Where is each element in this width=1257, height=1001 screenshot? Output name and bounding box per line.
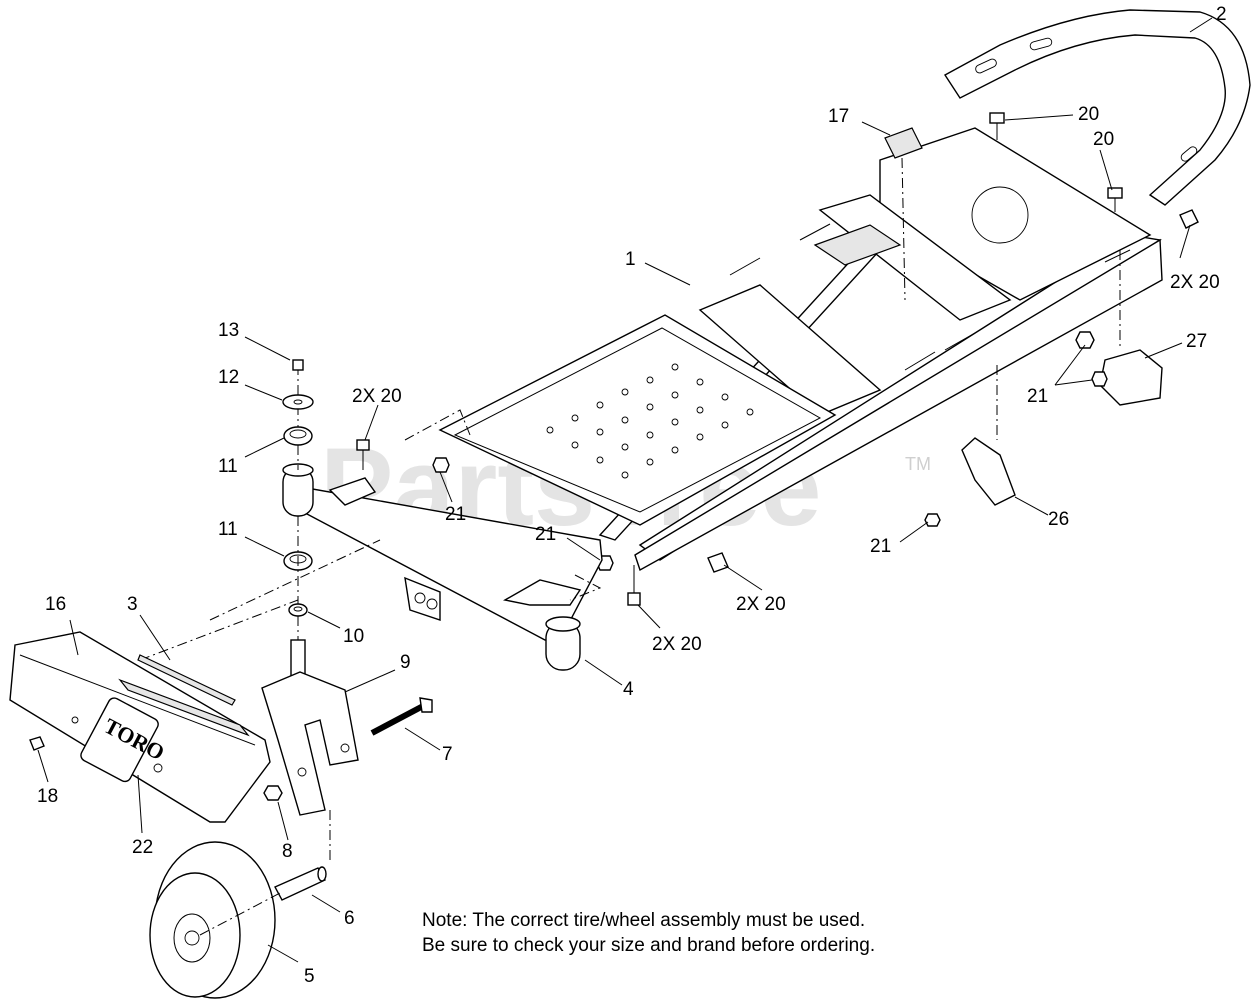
wheel-assembly[interactable] — [149, 841, 281, 999]
bolt-18[interactable] — [29, 736, 45, 751]
ordering-note-line-2: Be sure to check your size and brand bef… — [422, 935, 876, 956]
spacer-tube-6[interactable] — [274, 866, 327, 901]
axle-bolt-7[interactable] — [370, 697, 433, 736]
ordering-note-line-1: Note: The correct tire/wheel assembly mu… — [422, 910, 866, 931]
front-axle[interactable] — [282, 463, 603, 671]
callout-1: 1 — [625, 249, 636, 270]
caster-fork[interactable] — [261, 639, 359, 816]
callout-21-mid: 21 — [535, 524, 556, 545]
decal-plate[interactable] — [884, 127, 923, 159]
bearing-11-upper[interactable] — [283, 426, 313, 446]
ordering-note: Note: The correct tire/wheel assembly mu… — [422, 908, 875, 958]
callout-labels: 1 2 3 4 5 6 7 8 9 10 11 11 12 13 16 17 1… — [37, 4, 1227, 987]
callout-8: 8 — [282, 841, 293, 862]
callout-20-rear-b: 20 — [1093, 129, 1114, 150]
callout-6: 6 — [344, 908, 355, 929]
bolt-rear-right[interactable] — [1107, 187, 1123, 212]
callout-26: 26 — [1048, 509, 1069, 530]
callout-27: 27 — [1186, 331, 1207, 352]
bolt-front-lower[interactable] — [627, 565, 641, 606]
callout-13: 13 — [218, 320, 239, 341]
handle-bar-slots — [975, 37, 1198, 162]
callout-2: 2 — [1216, 4, 1227, 25]
bolt-handle-mount[interactable] — [1179, 209, 1199, 229]
callout-21-front: 21 — [445, 504, 466, 525]
front-cover[interactable]: TORO — [9, 631, 271, 823]
callout-10: 10 — [343, 626, 364, 647]
callout-3: 3 — [127, 594, 138, 615]
callout-11-lower: 11 — [218, 519, 238, 540]
callout-20-rear: 20 — [1078, 104, 1099, 125]
callout-17: 17 — [828, 106, 849, 127]
callout-7: 7 — [442, 744, 453, 765]
nut-21-rear-b[interactable] — [1091, 371, 1108, 387]
callout-21-side: 21 — [870, 536, 891, 557]
callout-18: 18 — [37, 786, 58, 807]
watermark-trademark: TM — [905, 454, 931, 474]
leader-lines — [37, 17, 1213, 963]
bolt-13[interactable] — [292, 359, 304, 371]
callout-12: 12 — [218, 367, 239, 388]
shim-plate-3[interactable] — [137, 654, 236, 706]
bolt-rear-top[interactable] — [989, 112, 1005, 140]
callout-21-rear: 21 — [1027, 386, 1048, 407]
callout-16: 16 — [45, 594, 66, 615]
callout-9: 9 — [400, 652, 411, 673]
nut-21-rear[interactable] — [1075, 331, 1095, 349]
nut-21-side[interactable] — [924, 513, 941, 527]
bolt-front-side[interactable] — [707, 552, 729, 573]
handle-bar[interactable] — [944, 9, 1251, 206]
callout-2x20-handle: 2X 20 — [1170, 272, 1220, 293]
main-frame[interactable] — [438, 127, 1163, 572]
side-bracket[interactable] — [961, 437, 1016, 506]
callout-2x20-side: 2X 20 — [736, 594, 786, 615]
floor-pan-holes — [546, 363, 754, 479]
callout-5: 5 — [304, 966, 315, 987]
callout-11-upper: 11 — [218, 456, 238, 477]
callout-4: 4 — [623, 679, 634, 700]
callout-22: 22 — [132, 837, 153, 858]
callout-2x20-lower: 2X 20 — [652, 634, 702, 655]
spacer-10[interactable] — [288, 603, 308, 617]
nut-21-front[interactable] — [432, 457, 450, 473]
nut-8[interactable] — [263, 785, 283, 801]
callout-2x20-front: 2X 20 — [352, 386, 402, 407]
bolt-front-upper[interactable] — [356, 439, 370, 470]
washer-12[interactable] — [282, 394, 314, 410]
rear-bracket[interactable] — [1099, 349, 1163, 406]
